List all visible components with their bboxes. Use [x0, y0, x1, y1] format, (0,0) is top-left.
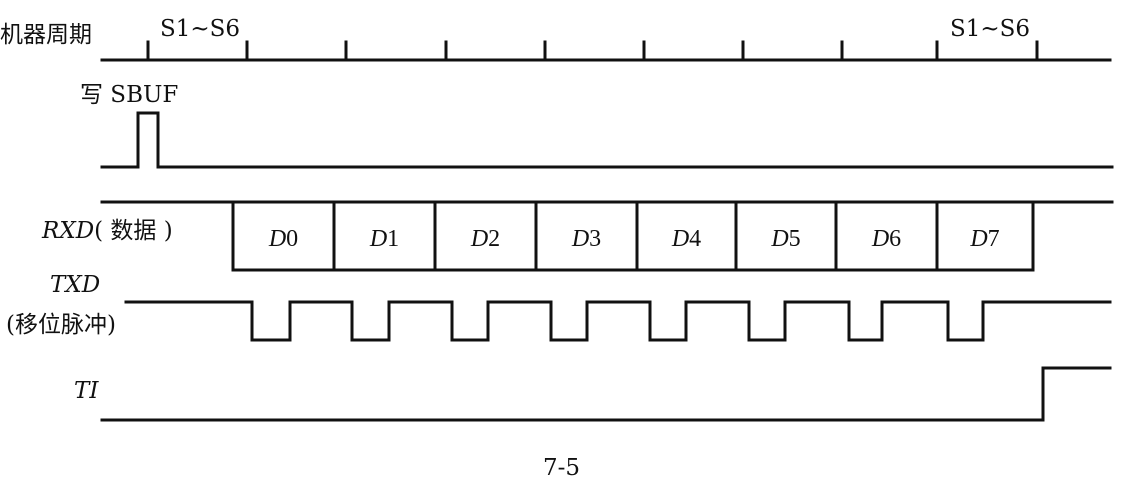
data-bit-number: 4: [689, 226, 701, 252]
data-bit-number: 3: [589, 226, 601, 252]
data-bit-number: 7: [988, 226, 1000, 252]
data-bit-number: 1: [387, 226, 399, 252]
data-bit-letter: D: [369, 226, 387, 252]
machine-cycle-label: 机器周期: [0, 22, 92, 48]
data-bit-label: D1: [369, 226, 399, 252]
machine-cycle-ticks: [146, 40, 1039, 62]
ti-flag-wave: [100, 366, 1112, 422]
data-bit-label: D4: [671, 226, 701, 252]
data-bit-number: 5: [789, 226, 801, 252]
data-bit-letter: D: [871, 226, 889, 252]
data-bit-label: D7: [969, 226, 999, 252]
data-bit-label: D5: [770, 226, 800, 252]
data-bit-number: 0: [286, 226, 298, 252]
rxd-data-label: ( 数据 ): [94, 218, 173, 244]
data-bit-letter: D: [571, 226, 589, 252]
figure-caption: 7-5: [543, 455, 580, 481]
rxd-label-line: RXD( 数据 ): [41, 218, 173, 244]
write-sbuf-pulse: [100, 111, 1114, 169]
txd-shift-label: (移位脉冲): [6, 312, 116, 338]
rxd-label: RXD: [41, 218, 94, 244]
txd-shift-pulse-wave: [124, 300, 1112, 342]
write-sbuf-label: 写 SBUF: [80, 82, 178, 108]
txd-label: TXD: [50, 272, 100, 298]
data-bit-letter: D: [770, 226, 788, 252]
cycle-label-end: S1~S6: [950, 16, 1030, 42]
data-bit-letter: D: [470, 226, 488, 252]
cycle-label-start: S1~S6: [160, 16, 240, 42]
data-bit-letter: D: [969, 226, 987, 252]
data-bit-letter: D: [671, 226, 689, 252]
ti-label: TI: [74, 378, 99, 404]
data-bit-number: 2: [488, 226, 500, 252]
data-bit-number: 6: [889, 226, 901, 252]
data-bit-letter: D: [268, 226, 286, 252]
data-bit-label: D3: [571, 226, 601, 252]
data-bit-label: D0: [268, 226, 298, 252]
data-bit-label: D6: [871, 226, 901, 252]
data-bit-label: D2: [470, 226, 500, 252]
